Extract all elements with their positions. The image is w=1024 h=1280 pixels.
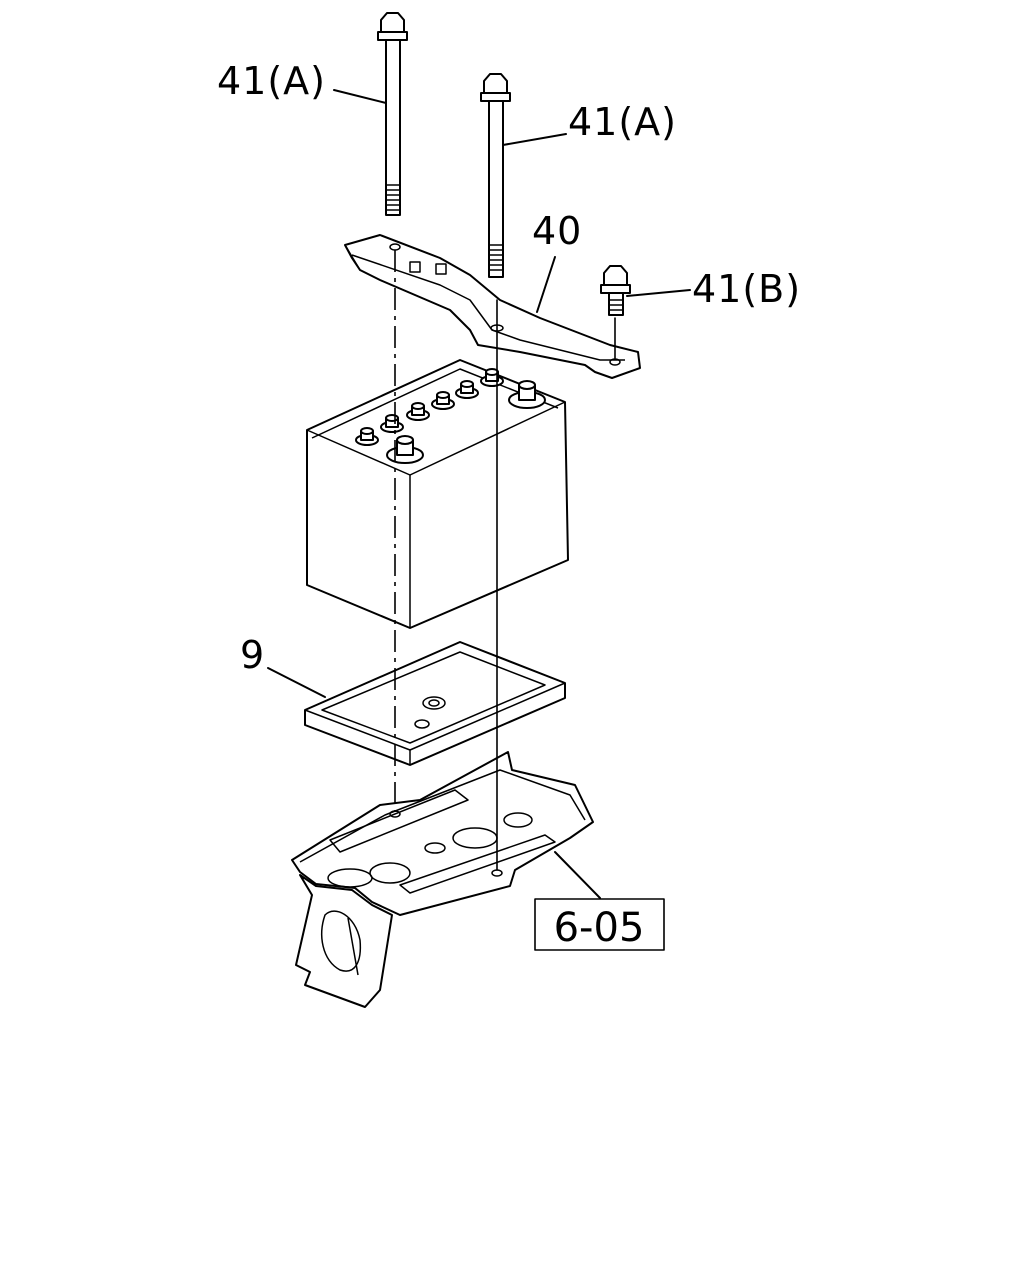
hold-down-bracket [344,234,641,379]
battery-tray-pad [304,641,566,766]
callout-41a-left: 41(A) [217,59,326,103]
reference-box: 6-05 [534,898,665,951]
battery [306,359,569,629]
short-bolt [600,265,631,316]
callout-41b: 41(B) [692,267,801,311]
callout-41a-right: 41(A) [568,100,677,144]
callout-9: 9 [240,633,265,677]
long-bolt-right [480,73,511,278]
long-bolt-left [377,12,408,216]
battery-base-tray [291,751,594,1008]
battery-terminal-posts [355,368,546,464]
reference-label: 6-05 [554,905,645,951]
callout-leader-lines [267,89,691,899]
callout-40: 40 [532,209,582,253]
assembly-center-lines [394,250,616,871]
